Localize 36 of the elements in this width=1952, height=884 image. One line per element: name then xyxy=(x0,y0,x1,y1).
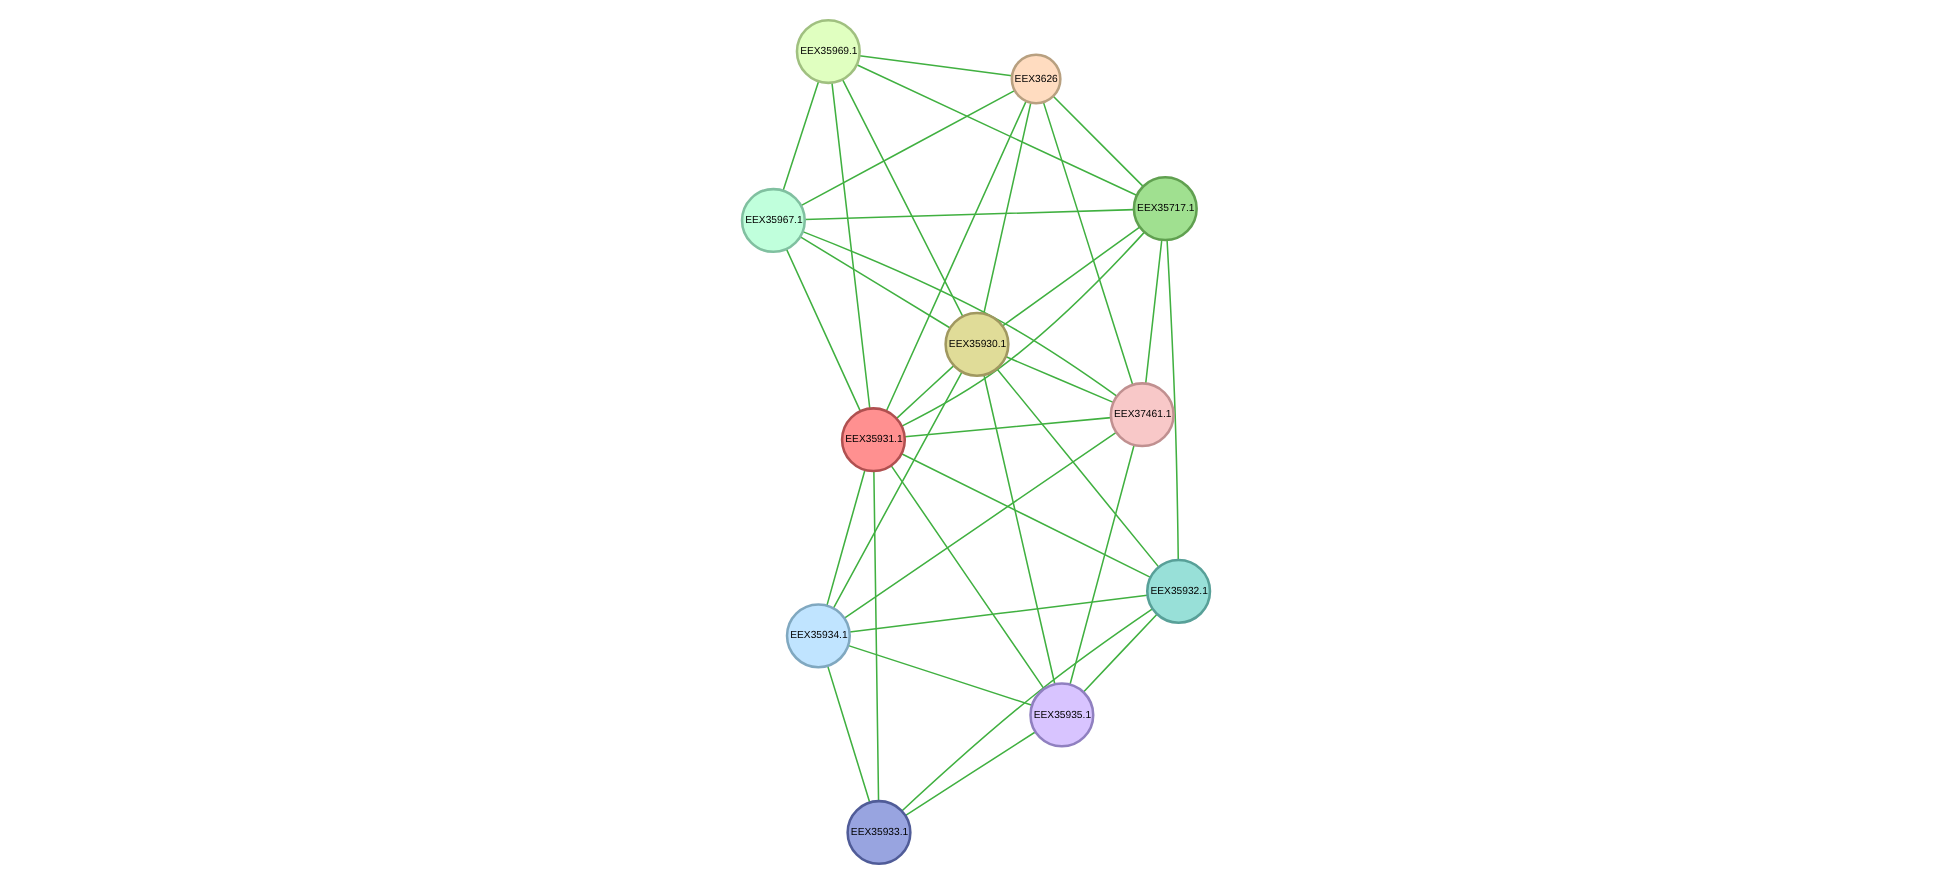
connector xyxy=(1005,356,1115,404)
connector xyxy=(841,78,964,318)
connector xyxy=(831,81,871,410)
connector xyxy=(1069,444,1135,686)
connector xyxy=(847,644,1033,706)
connector xyxy=(890,464,1045,690)
connector xyxy=(996,368,1160,568)
connector xyxy=(900,452,1152,579)
connector xyxy=(800,89,1016,207)
connector xyxy=(799,236,951,329)
connector xyxy=(848,594,1149,633)
connector xyxy=(904,731,1037,817)
connector xyxy=(843,431,1118,619)
connector xyxy=(1166,239,1180,561)
connector xyxy=(1144,239,1163,385)
connector xyxy=(804,208,1135,221)
connector xyxy=(856,64,1138,197)
connector xyxy=(895,364,955,420)
connector xyxy=(826,469,866,607)
connector xyxy=(983,374,1056,685)
connector xyxy=(826,665,871,804)
connector xyxy=(858,54,1013,77)
connector xyxy=(782,80,820,192)
connector xyxy=(802,230,1118,397)
connector xyxy=(785,248,862,412)
connector xyxy=(904,416,1112,438)
connector xyxy=(1042,101,1134,386)
connector xyxy=(901,231,1146,427)
connector xyxy=(1001,226,1141,327)
connector xyxy=(873,470,880,802)
connector xyxy=(983,102,1032,315)
connector xyxy=(1052,95,1144,187)
connector xyxy=(901,608,1154,812)
connector xyxy=(832,371,963,610)
connector xyxy=(1082,613,1158,693)
connector xyxy=(885,100,1027,412)
